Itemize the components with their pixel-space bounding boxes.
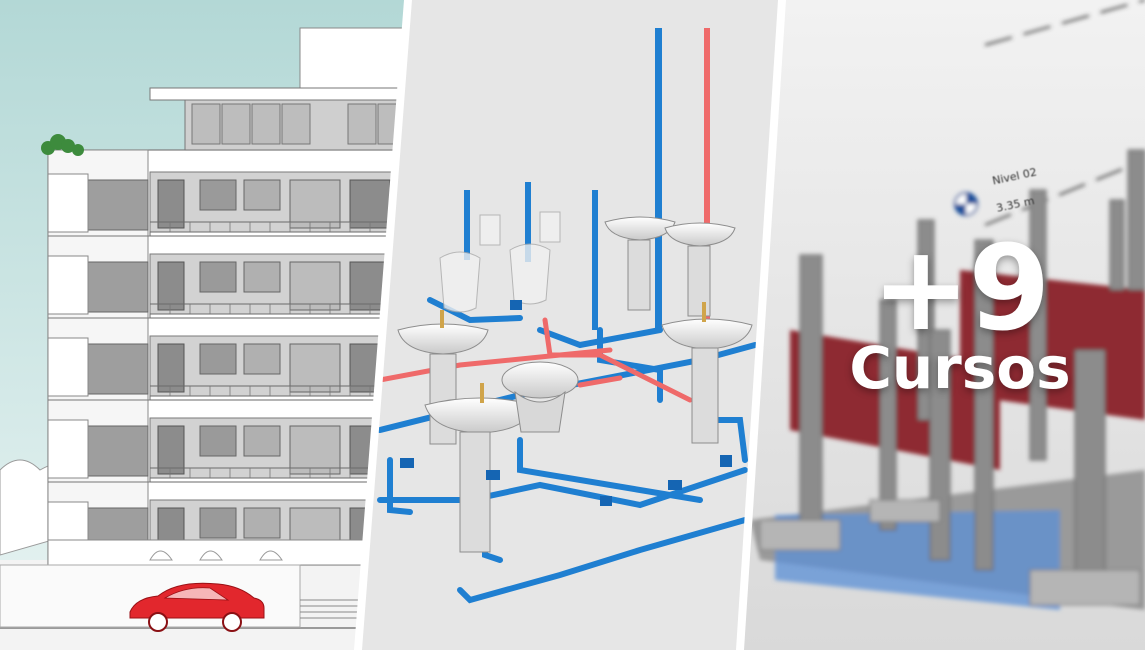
course-count: +9 <box>871 219 1051 357</box>
rooftop-plant <box>41 134 84 156</box>
sinks <box>397 216 753 553</box>
water-risers <box>464 28 710 330</box>
red-car <box>129 582 265 632</box>
level-marker-icon <box>954 192 978 216</box>
courses-label: Cursos <box>849 334 1071 402</box>
courses-count-badge: +9 Cursos <box>800 219 1120 402</box>
hot-water-pipes <box>377 317 693 403</box>
toilet <box>501 361 579 433</box>
building-floors <box>47 171 408 565</box>
